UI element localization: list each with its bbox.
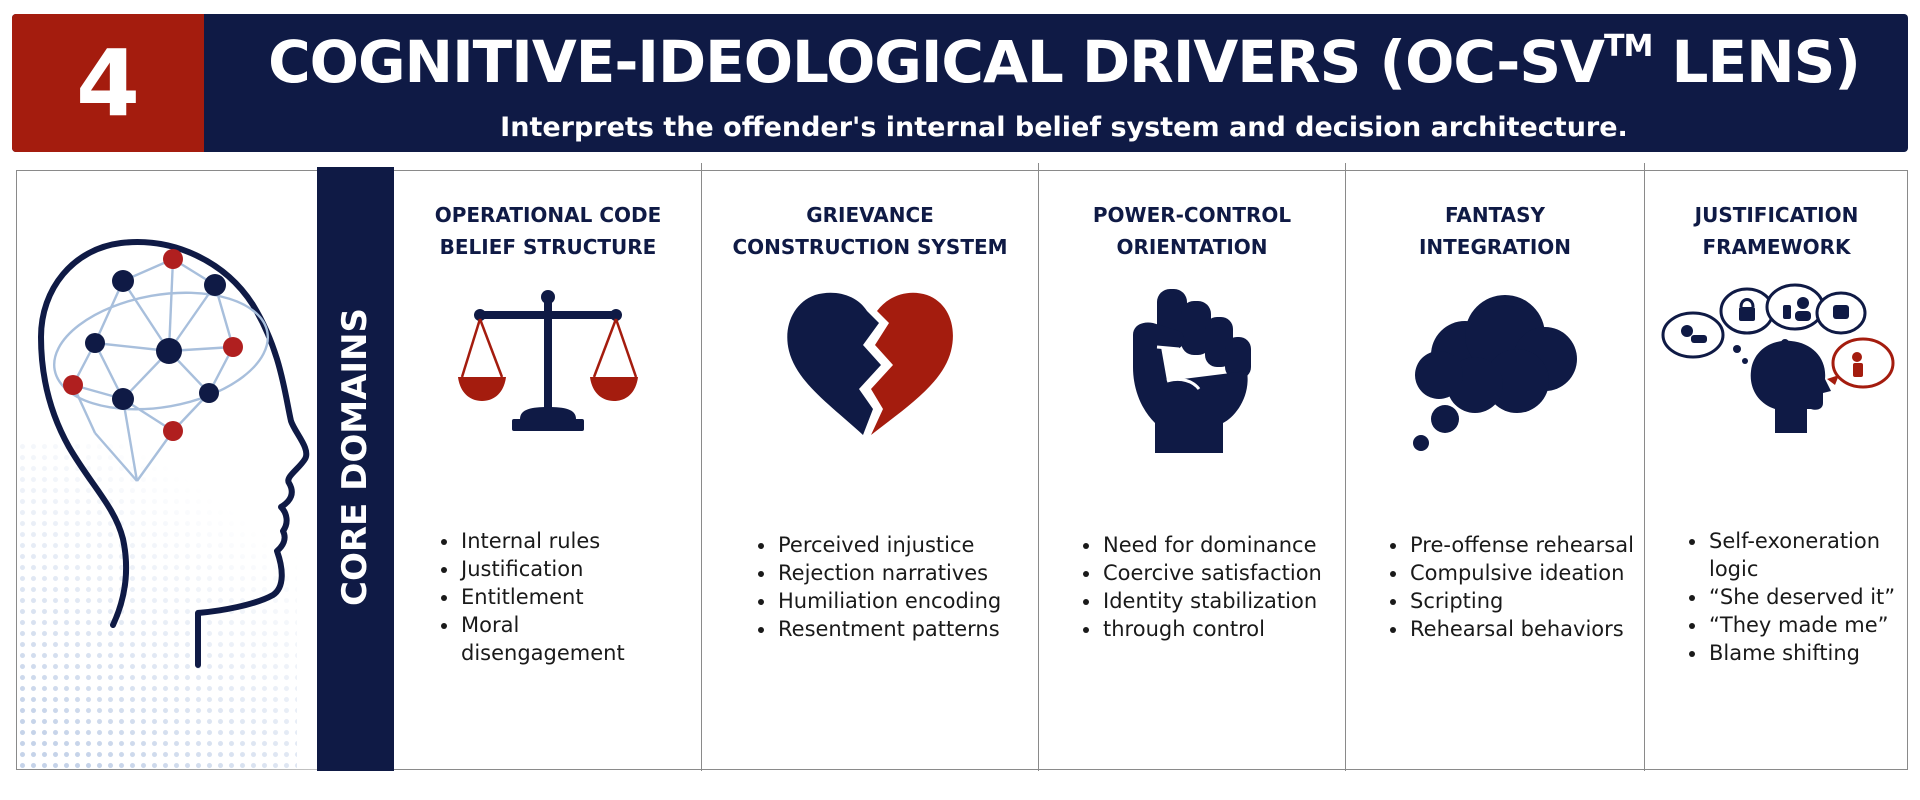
list-item: Resentment patterns (756, 615, 1001, 643)
domain-column-grievance: GRIEVANCE CONSTRUCTION SYSTEM Perceived … (702, 171, 1038, 771)
domain-list: Internal rules Justification Entitlement… (439, 527, 625, 667)
domain-title-line: OPERATIONAL CODE (434, 203, 662, 227)
list-item: Self-exoneration (1687, 527, 1895, 555)
list-item: Internal rules (439, 527, 625, 555)
column-divider (701, 163, 702, 771)
domain-title-line: BELIEF STRUCTURE (439, 235, 657, 259)
list-item: Compulsive ideation (1388, 559, 1634, 587)
page-subtitle: Interprets the offender's internal belie… (500, 112, 1628, 143)
list-item: Blame shifting (1687, 639, 1895, 667)
domain-title-line: INTEGRATION (1418, 235, 1572, 259)
broken-heart-icon (787, 292, 953, 435)
domains-panel: CORE DOMAINS OPERATIONAL CODE BELIEF STR… (16, 163, 1908, 771)
list-item: Identity stabilization (1081, 587, 1322, 615)
list-item: through control (1081, 615, 1322, 643)
domain-title-line: JUSTIFICATION (1694, 203, 1859, 227)
column-divider (1345, 163, 1346, 771)
list-item: “They made me” (1687, 611, 1895, 639)
list-item: Justification (439, 555, 625, 583)
list-item: disengagement (461, 641, 625, 665)
domain-list: Pre-offense rehearsal Compulsive ideatio… (1388, 531, 1634, 643)
core-domains-label: CORE DOMAINS (335, 308, 375, 606)
domain-column-justification: JUSTIFICATION FRAMEWORK (1645, 171, 1908, 771)
thought-cloud-icon (1413, 295, 1577, 451)
domain-title: POWER-CONTROL ORIENTATION (1039, 199, 1345, 263)
domain-column-fantasy: FANTASY INTEGRATION Pre-offense rehearsa… (1346, 171, 1644, 771)
domain-icon-wrap (1346, 293, 1644, 453)
domain-title-line: ORIENTATION (1116, 235, 1268, 259)
list-item: logic (1709, 557, 1759, 581)
title-end: LENS) (1652, 28, 1861, 96)
list-item: Need for dominance (1081, 531, 1322, 559)
list-item: Moral (439, 611, 625, 639)
head-with-thoughts-icon (1661, 283, 1894, 433)
domain-title-line: CONSTRUCTION SYSTEM (732, 235, 1008, 259)
list-item: Pre-offense rehearsal (1388, 531, 1634, 559)
list-item: Humiliation encoding (756, 587, 1001, 615)
domain-icon-wrap (1039, 285, 1345, 455)
list-item: Scripting (1388, 587, 1634, 615)
list-item: “She deserved it” (1687, 583, 1895, 611)
section-number: 4 (75, 29, 140, 137)
title-main: COGNITIVE-IDEOLOGICAL DRIVERS (OC-SV (268, 28, 1605, 96)
list-item: Entitlement (439, 583, 625, 611)
column-divider (1644, 163, 1645, 771)
list-item: Rehearsal behaviors (1388, 615, 1634, 643)
section-number-box: 4 (12, 14, 204, 152)
domain-icon-wrap (702, 289, 1038, 439)
header-banner: 4 COGNITIVE-IDEOLOGICAL DRIVERS (OC-SVTM… (12, 14, 1908, 152)
domain-title-line: FANTASY (1444, 203, 1546, 227)
domain-list: Need for dominance Coercive satisfaction… (1081, 531, 1322, 643)
domain-column-operational-code: OPERATIONAL CODE BELIEF STRUCTURE Int (395, 171, 701, 771)
list-item: Rejection narratives (756, 559, 1001, 587)
domain-title: GRIEVANCE CONSTRUCTION SYSTEM (702, 199, 1038, 263)
list-item: Coercive satisfaction (1081, 559, 1322, 587)
scales-of-justice-icon (458, 290, 638, 431)
domain-title-line: GRIEVANCE (806, 203, 934, 227)
domain-list: Perceived injustice Rejection narratives… (756, 531, 1001, 643)
brain-network-head-icon (38, 239, 310, 668)
domain-title: FANTASY INTEGRATION (1346, 199, 1644, 263)
column-divider (1038, 163, 1039, 771)
domain-title-line: POWER-CONTROL (1092, 203, 1292, 227)
page-title: COGNITIVE-IDEOLOGICAL DRIVERS (OC-SVTM L… (220, 26, 1908, 98)
domain-title: JUSTIFICATION FRAMEWORK (1645, 199, 1908, 263)
domain-icon-wrap (395, 289, 701, 439)
domain-list: Self-exoneration logic “She deserved it”… (1687, 527, 1895, 667)
domain-title: OPERATIONAL CODE BELIEF STRUCTURE (395, 199, 701, 263)
list-item: Perceived injustice (756, 531, 1001, 559)
raised-fist-icon (1133, 289, 1251, 453)
domain-column-power-control: POWER-CONTROL ORIENTATION Need for domin… (1039, 171, 1345, 771)
domain-icon-wrap (1645, 283, 1908, 443)
domain-title-line: FRAMEWORK (1702, 235, 1851, 259)
core-domains-bar (317, 167, 394, 771)
title-trademark: TM (1604, 29, 1653, 64)
